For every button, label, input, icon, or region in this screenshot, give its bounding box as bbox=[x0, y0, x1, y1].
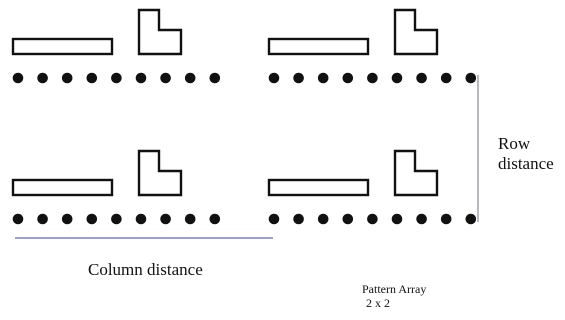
long-rectangle bbox=[267, 178, 370, 197]
pattern-dot bbox=[61, 72, 73, 84]
pattern-dot bbox=[184, 72, 196, 84]
long-rectangle bbox=[11, 178, 114, 197]
pattern-dot bbox=[209, 213, 221, 225]
pattern-dot bbox=[416, 213, 427, 225]
long-rectangle bbox=[267, 37, 370, 56]
pattern-dot bbox=[61, 213, 73, 225]
l-shape bbox=[393, 8, 439, 56]
pattern-dot bbox=[86, 72, 98, 84]
pattern-dot bbox=[268, 213, 280, 225]
pattern-dot bbox=[86, 213, 98, 225]
pattern-dot bbox=[111, 213, 122, 225]
pattern-dot bbox=[342, 72, 354, 84]
long-rectangle bbox=[11, 37, 114, 56]
pattern-dot bbox=[391, 72, 403, 84]
pattern-dot bbox=[391, 213, 403, 225]
pattern-dot bbox=[416, 72, 427, 84]
pattern-dot bbox=[465, 213, 477, 225]
pattern-dot bbox=[293, 213, 304, 225]
pattern-dot bbox=[342, 213, 354, 225]
pattern-array-dims: 2 x 2 bbox=[366, 295, 390, 310]
pattern-dot bbox=[135, 72, 147, 84]
pattern-dot bbox=[160, 213, 171, 225]
pattern-dot bbox=[12, 72, 24, 84]
pattern-dot bbox=[12, 213, 24, 225]
row-distance-label-line-2: distance bbox=[498, 153, 554, 173]
pattern-dot bbox=[440, 72, 452, 84]
l-shape bbox=[137, 149, 183, 197]
pattern-dot bbox=[317, 213, 329, 225]
pattern-dot bbox=[184, 213, 196, 225]
pattern-unit bbox=[11, 149, 221, 225]
pattern-unit bbox=[267, 149, 477, 225]
pattern-dot bbox=[367, 213, 378, 225]
pattern-dot bbox=[209, 72, 221, 84]
pattern-dot bbox=[268, 72, 280, 84]
pattern-cells bbox=[11, 8, 477, 225]
column-distance-label: Column distance bbox=[88, 260, 203, 279]
pattern-dot bbox=[317, 72, 329, 84]
pattern-dot bbox=[440, 213, 452, 225]
pattern-dot bbox=[37, 213, 48, 225]
pattern-dot bbox=[135, 213, 147, 225]
l-shape bbox=[137, 8, 183, 56]
pattern-dot bbox=[367, 72, 378, 84]
pattern-dot bbox=[293, 72, 304, 84]
pattern-dot bbox=[160, 72, 171, 84]
row-distance-label: Row distance bbox=[498, 134, 554, 173]
pattern-dot bbox=[465, 72, 477, 84]
row-distance-label-line-1: Row bbox=[498, 134, 531, 153]
pattern-dot bbox=[37, 72, 48, 84]
pattern-unit bbox=[11, 8, 221, 84]
pattern-array-title: Pattern Array bbox=[362, 282, 427, 296]
l-shape bbox=[393, 149, 439, 197]
pattern-unit bbox=[267, 8, 477, 84]
pattern-array-label: Pattern Array 2 x 2 bbox=[362, 282, 427, 311]
pattern-dot bbox=[111, 72, 122, 84]
